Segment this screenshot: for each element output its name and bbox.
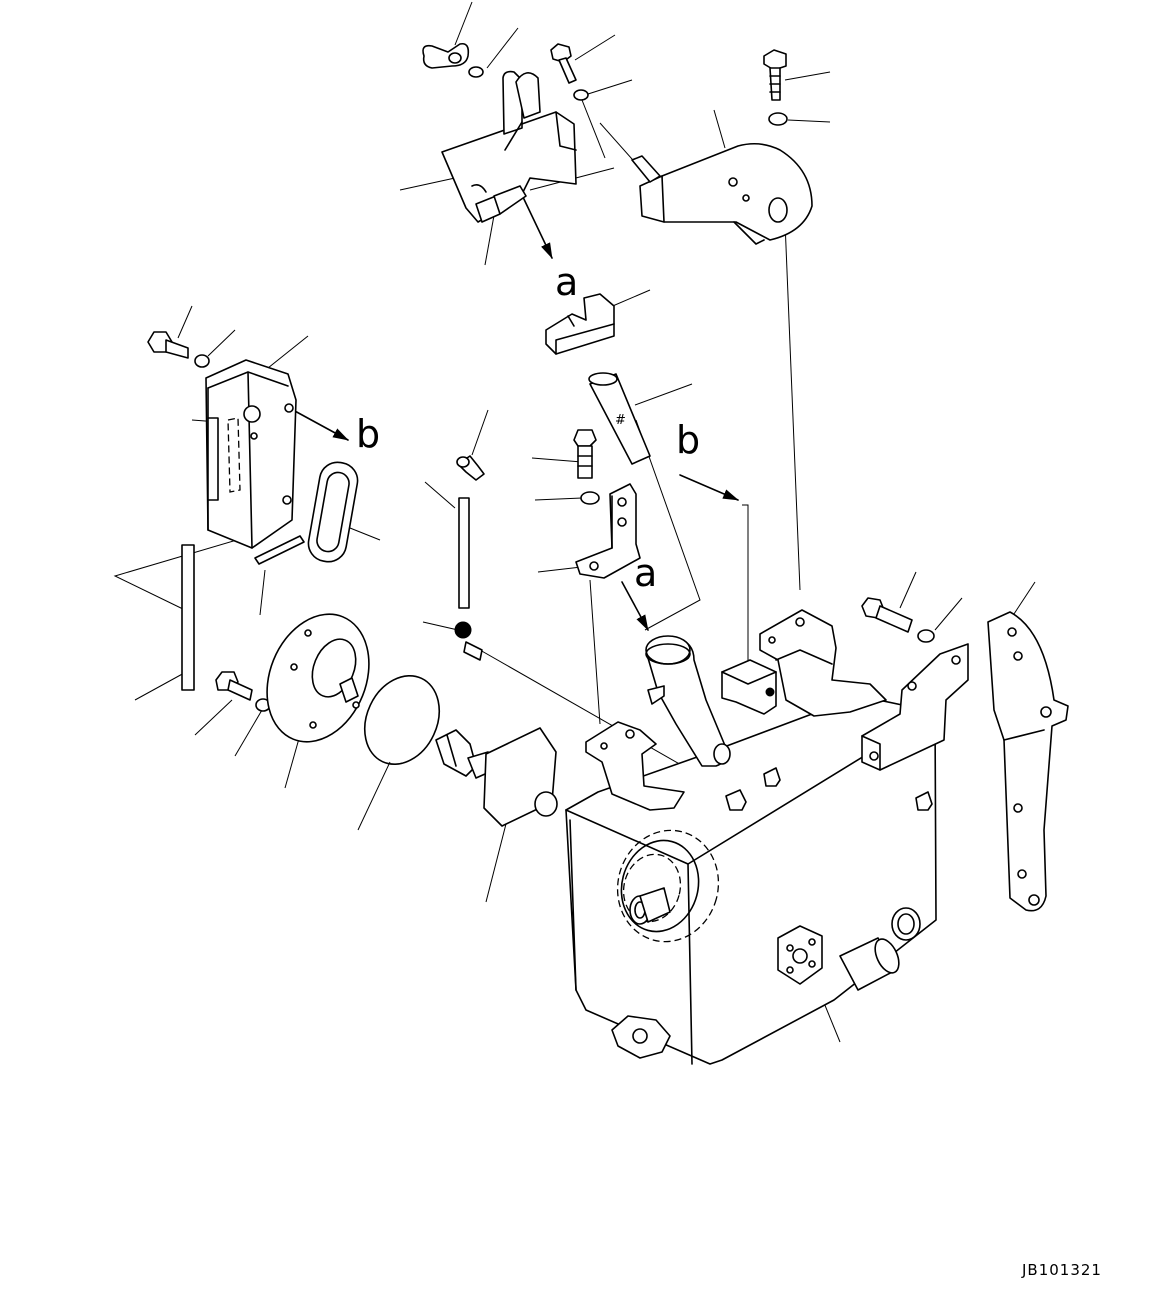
breather <box>435 727 558 827</box>
washer <box>194 354 210 368</box>
elbow-fitting <box>456 455 485 481</box>
filler-bracket <box>441 70 577 223</box>
o-ring <box>363 674 441 766</box>
tube <box>181 544 195 691</box>
bolt <box>763 49 787 101</box>
washer <box>768 112 788 126</box>
gauge-guard <box>205 359 297 549</box>
tube <box>458 497 470 609</box>
bolt <box>550 43 577 84</box>
tank-flange <box>777 925 823 985</box>
drawing-number: JB101321 <box>1021 1261 1102 1279</box>
fill-marker: # <box>615 413 626 428</box>
washer <box>917 629 935 643</box>
mounting-plate <box>266 613 370 743</box>
sensor-block <box>721 659 777 715</box>
view-ref-a-lower: a <box>634 551 657 595</box>
view-arrows <box>281 194 739 631</box>
elbow-fitting <box>454 621 483 661</box>
wing-nut <box>422 42 470 69</box>
bolt <box>861 597 913 633</box>
washer <box>573 89 589 101</box>
bolt <box>573 429 597 479</box>
filler-neck <box>645 635 731 767</box>
filler-cap <box>545 293 615 355</box>
tank-side-plate <box>861 643 969 771</box>
tank-bosses <box>725 767 933 811</box>
view-ref-b-right: b <box>676 418 700 462</box>
tank-top-bracket-left <box>585 721 685 811</box>
drain-flange <box>611 1015 671 1059</box>
pin <box>254 535 305 565</box>
sight-gauge <box>307 461 359 563</box>
tank-pipe <box>839 937 900 991</box>
tank-port <box>616 829 720 943</box>
washer <box>580 491 600 505</box>
mounting-bracket <box>987 611 1069 912</box>
strainer-tube <box>588 372 651 465</box>
tank-boss-side <box>891 907 921 941</box>
cover-plate <box>631 142 813 245</box>
view-ref-b-left: b <box>356 412 380 456</box>
bolt <box>147 331 189 359</box>
tank-top-bracket-right <box>759 609 887 717</box>
stay-bracket <box>575 483 641 579</box>
bolt <box>215 671 253 701</box>
view-ref-a-top: a <box>555 260 578 304</box>
washer <box>468 66 484 78</box>
